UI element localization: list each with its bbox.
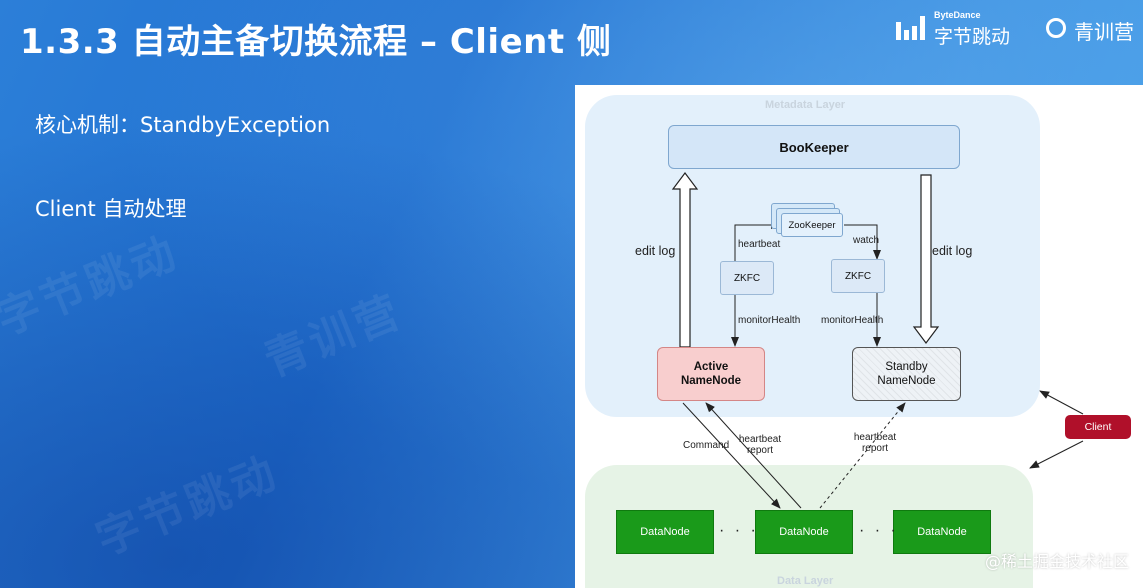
client-metadata-connector bbox=[1039, 390, 1084, 415]
camp-logo-icon bbox=[1046, 18, 1066, 38]
bytedance-logo-cn: 字节跳动 bbox=[934, 26, 1011, 48]
edit-log-right-label: edit log bbox=[932, 244, 973, 258]
heartbeat-report-left-connector bbox=[705, 402, 802, 509]
source-credit: @稀土掘金技术社区 bbox=[984, 552, 1129, 571]
datanode-2: DataNode bbox=[755, 510, 853, 554]
bullet-client-handling: Client 自动处理 bbox=[35, 197, 187, 221]
datanode-3: DataNode bbox=[893, 510, 991, 554]
report-text: report bbox=[861, 443, 889, 454]
active-label: Active bbox=[693, 361, 729, 373]
client-data-connector bbox=[1029, 440, 1084, 469]
zookeeper-node: ZooKeeper bbox=[781, 213, 843, 237]
bytedance-logo-icon bbox=[896, 16, 926, 40]
monitor-health-left-label: monitorHealth bbox=[738, 315, 801, 326]
bullet-mechanism: 核心机制：StandbyException bbox=[35, 113, 331, 137]
ellipsis-dots: · · · bbox=[719, 522, 759, 539]
watch-connector bbox=[844, 224, 881, 260]
watch-label: watch bbox=[853, 235, 880, 246]
edit-log-left-arrow bbox=[671, 172, 699, 348]
command-connector bbox=[682, 402, 781, 509]
monitor-health-right-label: monitorHealth bbox=[821, 315, 884, 326]
command-label: Command bbox=[683, 440, 730, 451]
datanode-1: DataNode bbox=[616, 510, 714, 554]
camp-logo-text: 青训营 bbox=[1074, 20, 1134, 44]
heartbeat-label: heartbeat bbox=[738, 239, 781, 250]
zkfc-right-node: ZKFC bbox=[831, 259, 885, 293]
bytedance-logo: ByteDance 字节跳动 bbox=[896, 8, 1026, 48]
slide-title: 1.3.3 自动主备切换流程 – Client 侧 bbox=[20, 22, 612, 62]
namenode-label: NameNode bbox=[680, 375, 742, 387]
report-text: report bbox=[746, 445, 774, 456]
data-layer-label: Data Layer bbox=[777, 575, 834, 587]
bytedance-logo-text: ByteDance bbox=[934, 10, 981, 20]
edit-log-right-arrow bbox=[912, 174, 940, 344]
zkfc-left-node: ZKFC bbox=[720, 261, 774, 295]
diagram-connectors bbox=[671, 172, 1084, 509]
heartbeat-connector bbox=[734, 221, 781, 261]
namenode-label: NameNode bbox=[877, 375, 936, 387]
edit-log-left-label: edit log bbox=[635, 244, 676, 258]
client-node: Client bbox=[1065, 415, 1131, 439]
heartbeat-text: heartbeat bbox=[853, 432, 897, 443]
metadata-layer-label: Metadata Layer bbox=[765, 99, 846, 111]
bookkeeper-node: BooKeeper bbox=[668, 125, 960, 169]
heartbeat-report-right-connector bbox=[819, 402, 906, 509]
architecture-diagram: Metadata Layer Data Layer BooKeeper Zo bbox=[575, 85, 1143, 588]
standby-label: Standby bbox=[885, 361, 928, 373]
heartbeat-text: heartbeat bbox=[738, 434, 782, 445]
ellipsis-dots: · · · bbox=[859, 522, 899, 539]
